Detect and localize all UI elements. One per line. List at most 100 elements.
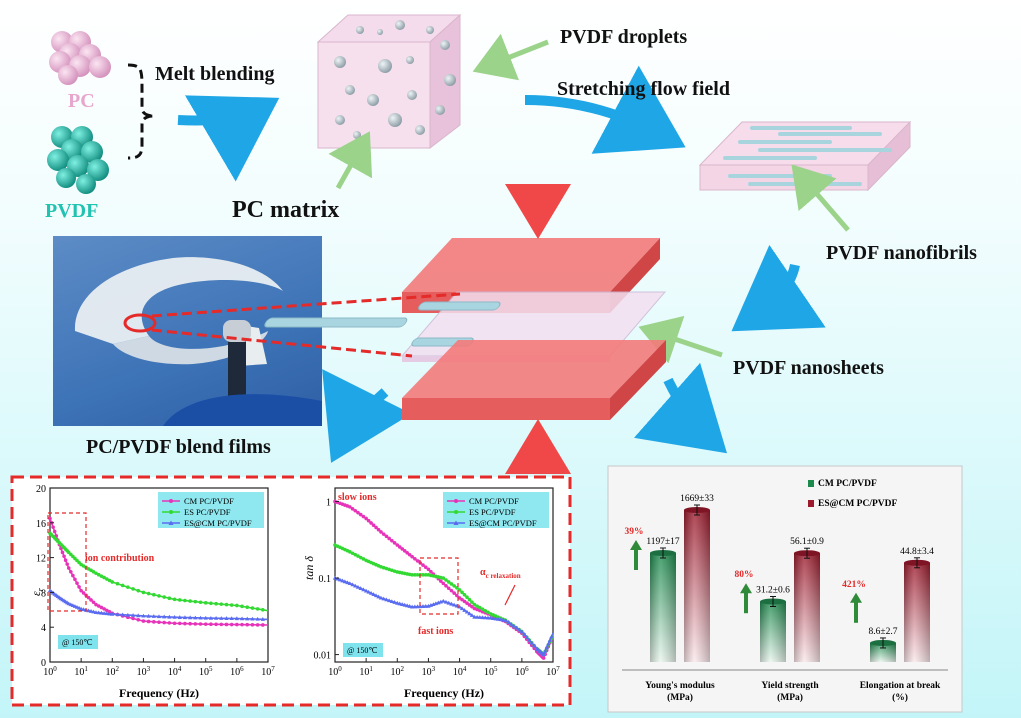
- data-point: [511, 623, 516, 628]
- pc-label: PC: [68, 90, 95, 112]
- data-point: [250, 623, 255, 627]
- data-point: [423, 565, 428, 570]
- data-point: [93, 610, 99, 615]
- data-point: [452, 591, 456, 595]
- alpha-relaxation-label: αc relaxation: [480, 567, 521, 580]
- data-point: [250, 616, 255, 621]
- pointer-nanosheets: [638, 315, 723, 364]
- arrow-to-mechanical: [633, 362, 727, 454]
- y-tick-label: 4: [41, 623, 46, 634]
- data-point: [472, 602, 477, 607]
- x-tick-label: 102: [106, 665, 120, 678]
- data-point: [402, 549, 407, 553]
- data-point: [364, 516, 368, 521]
- data-point: [107, 578, 112, 583]
- data-point: [366, 518, 371, 523]
- data-point: [183, 621, 187, 626]
- data-point: [455, 586, 459, 590]
- legend-swatch: [808, 500, 814, 507]
- data-point: [198, 615, 203, 620]
- condition-badge-2: [343, 643, 383, 657]
- data-point: [356, 510, 360, 515]
- pvdf-label: PVDF: [45, 200, 99, 222]
- data-point: [91, 600, 96, 605]
- data-point: [198, 600, 203, 605]
- pointer-nanofibrils: [791, 164, 850, 232]
- data-point: [88, 609, 94, 613]
- data-point: [183, 598, 187, 603]
- fast-ions-box: [419, 557, 459, 615]
- data-point: [198, 622, 203, 626]
- legend-label: ES PC/PVDF: [469, 507, 516, 517]
- data-point: [91, 609, 96, 614]
- data-point: [449, 582, 454, 586]
- x-tick-label: 104: [168, 665, 182, 678]
- data-point: [541, 652, 546, 657]
- data-point: [81, 607, 86, 612]
- legend-label: CM PC/PVDF: [818, 479, 877, 489]
- data-point: [214, 622, 218, 627]
- data-point: [66, 566, 71, 570]
- data-point: [384, 566, 389, 571]
- data-point: [152, 592, 156, 597]
- ion-box: [47, 512, 87, 612]
- data-point: [136, 613, 141, 618]
- data-point: [94, 571, 98, 576]
- data-point: [444, 578, 448, 582]
- x-tick-label: 100: [43, 665, 57, 678]
- data-point: [110, 611, 115, 616]
- arrow-melt-blending: [177, 95, 280, 182]
- pointer-pc-matrix: [328, 131, 373, 190]
- data-point: [340, 578, 345, 583]
- data-point: [224, 622, 229, 627]
- data-point: [102, 575, 106, 580]
- data-point: [472, 614, 477, 619]
- ion-contribution-label: ion contribution: [85, 553, 155, 564]
- category-label: (MPa): [777, 692, 803, 703]
- data-point: [136, 618, 141, 622]
- data-point: [77, 585, 81, 589]
- data-point: [361, 587, 366, 592]
- data-point: [376, 594, 381, 599]
- data-point: [177, 598, 182, 602]
- data-point: [369, 521, 373, 525]
- data-point: [239, 616, 245, 621]
- pointer-droplets: [472, 33, 549, 81]
- data-point: [172, 597, 177, 602]
- data-point: [167, 596, 172, 600]
- pc-cube: [316, 13, 462, 150]
- y-tick-label: 0.01: [314, 651, 332, 662]
- data-point: [350, 582, 355, 587]
- data-point: [146, 619, 151, 624]
- data-point: [358, 555, 363, 560]
- zoom-line-top: [151, 292, 461, 318]
- data-point: [410, 554, 414, 559]
- data-point: [193, 622, 198, 626]
- data-point: [381, 565, 386, 570]
- brace: [127, 63, 155, 160]
- data-point: [52, 529, 57, 534]
- legend-label: CM PC/PVDF: [469, 496, 519, 506]
- data-point: [141, 619, 146, 623]
- data-point: [429, 569, 433, 574]
- data-point: [407, 552, 412, 557]
- data-point: [235, 603, 239, 608]
- data-point: [368, 591, 374, 595]
- data-point: [389, 599, 395, 603]
- data-point: [402, 602, 407, 607]
- data-point: [234, 616, 240, 621]
- data-point: [395, 543, 400, 547]
- data-point: [467, 597, 472, 602]
- data-point: [255, 623, 260, 627]
- slow-ions-label: slow ions: [338, 492, 377, 503]
- data-point: [469, 613, 475, 617]
- x-tick-label: 106: [230, 665, 244, 678]
- data-point: [397, 545, 402, 549]
- data-point: [96, 604, 101, 608]
- data-point: [167, 621, 172, 625]
- data-point: [455, 593, 459, 598]
- x-tick-label: 103: [137, 665, 151, 678]
